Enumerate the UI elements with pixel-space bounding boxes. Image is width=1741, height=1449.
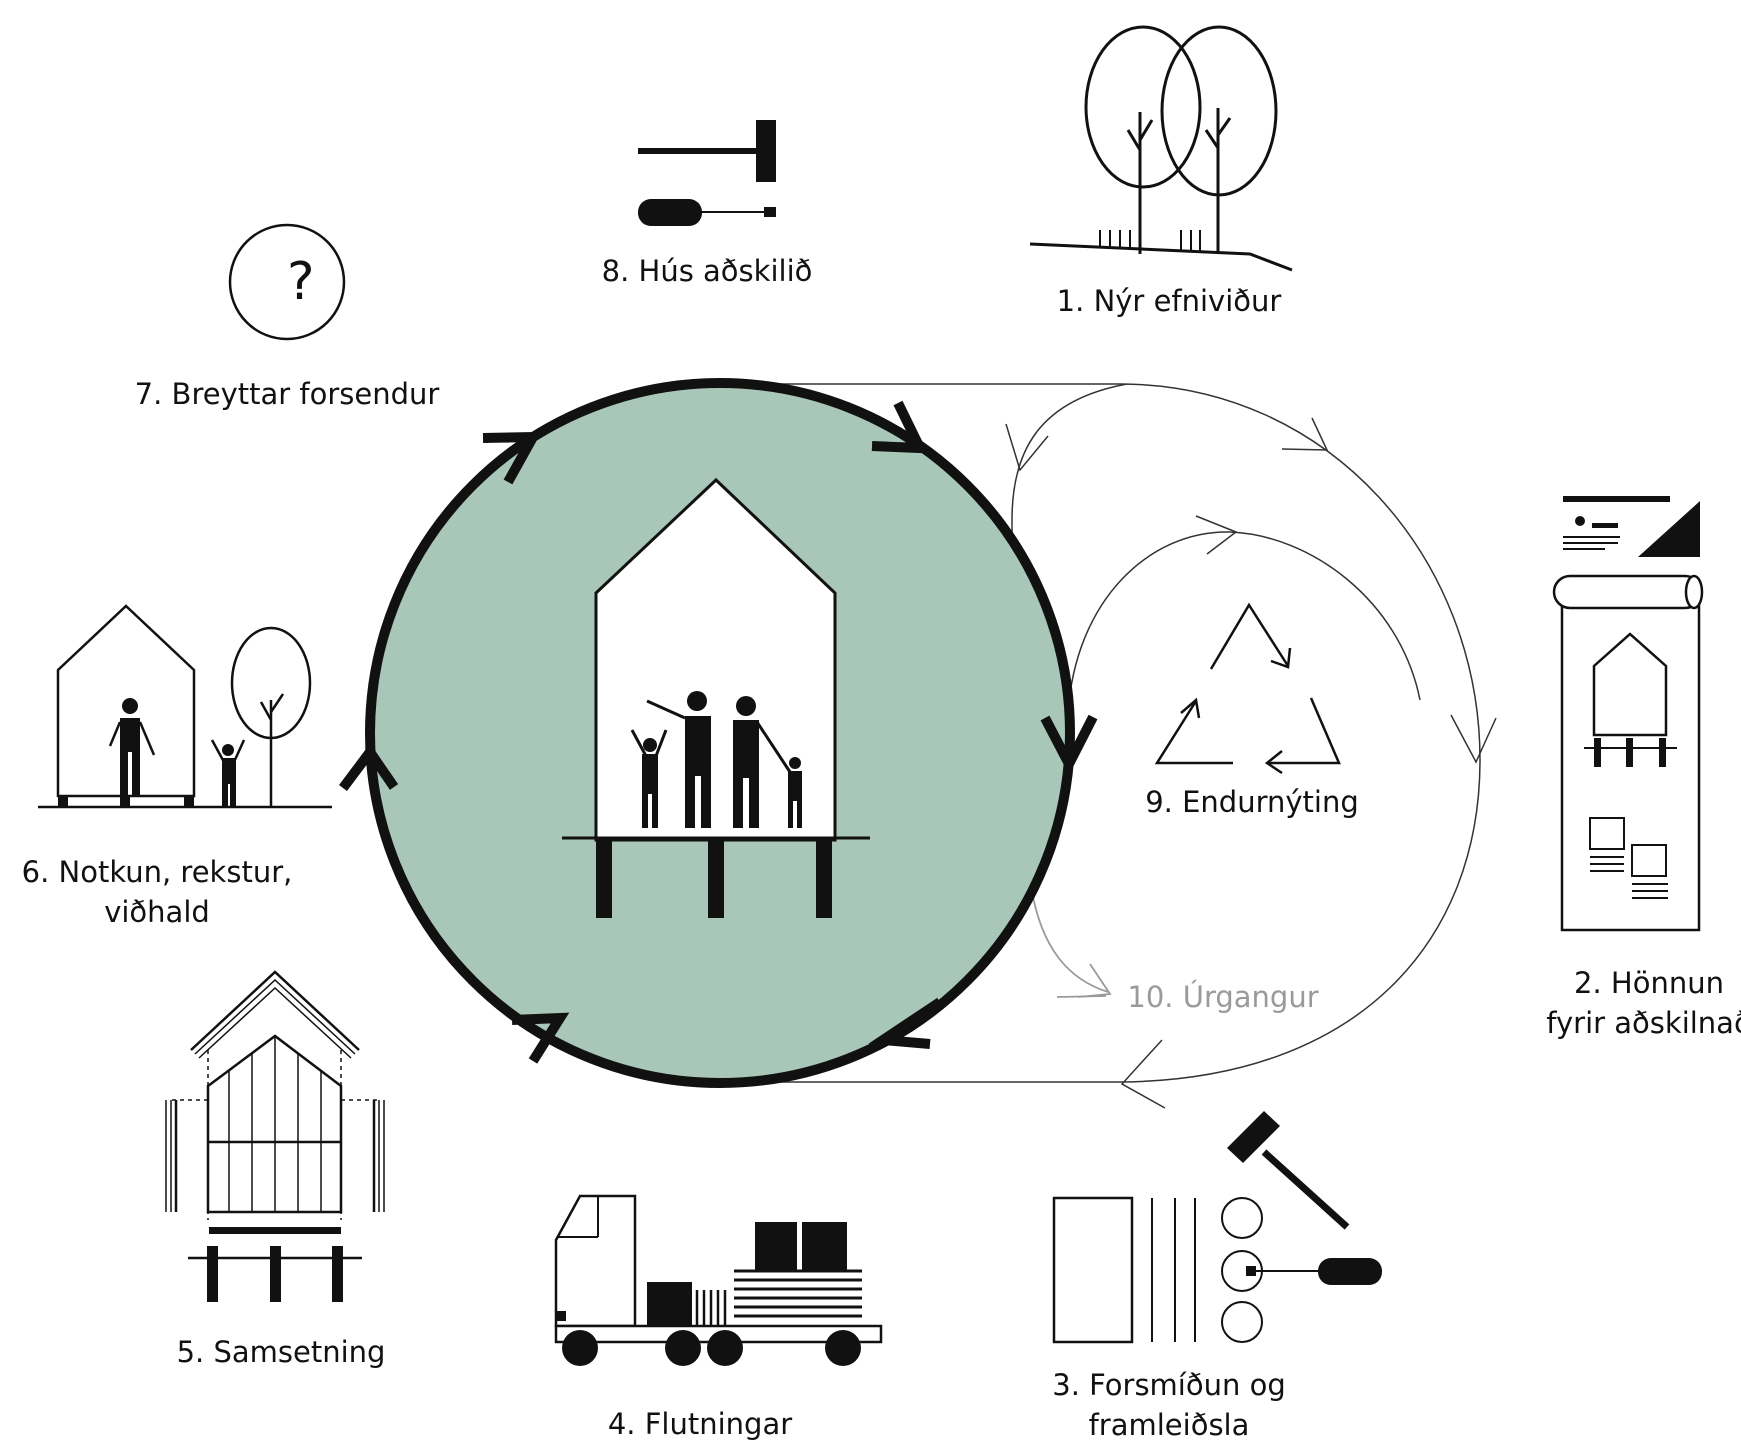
- step-2-label-line-1: 2. Hönnun: [1574, 966, 1724, 1000]
- assembly-icon: [165, 970, 385, 1302]
- house-in-use-icon: [38, 604, 332, 809]
- step-2-label: 2. Hönnun fyrir aðskilnað: [1546, 963, 1741, 1043]
- circle-arrow-6: [339, 743, 399, 791]
- house-with-family-icon: [562, 477, 870, 918]
- step-5-label: 5. Samsetning: [176, 1335, 386, 1369]
- step-3-label-line-1: 3. Forsmíðun og: [1052, 1368, 1286, 1402]
- circle-arrow-4: [868, 997, 943, 1049]
- circle-arrow-5: [511, 1012, 570, 1064]
- step-6-label-line-1: 6. Notkun, rekstur,: [21, 855, 293, 889]
- step-3-label: 3. Forsmíðun og framleiðsla: [1052, 1365, 1286, 1445]
- step-9-label: 9. Endurnýting: [1145, 785, 1359, 819]
- truck-icon: [554, 1194, 883, 1366]
- step-4-label: 4. Flutningar: [607, 1407, 793, 1441]
- step-6-label-line-2: viðhald: [104, 895, 210, 929]
- step-1-label: 1. Nýr efniviður: [1056, 284, 1282, 318]
- step-2-label-line-2: fyrir aðskilnað: [1546, 1006, 1741, 1040]
- design-drawing-icon: [1552, 496, 1704, 932]
- waste-arrow-icon: [1029, 879, 1112, 998]
- question-icon: [228, 223, 346, 341]
- step-7-label: 7. Breyttar forsendur: [134, 377, 440, 411]
- step-10-label: 10. Úrgangur: [1127, 980, 1319, 1014]
- hammer-screwdriver-icon: [638, 120, 776, 226]
- recycle-icon: [1154, 602, 1341, 775]
- step-8-label: 8. Hús aðskilið: [601, 254, 813, 288]
- trees-icon: [1029, 25, 1293, 272]
- prefabrication-icon: [1052, 1111, 1382, 1344]
- circle-arrow-1: [482, 431, 542, 485]
- circle-arrow-3: [1040, 714, 1098, 775]
- step-3-label-line-2: framleiðsla: [1088, 1408, 1250, 1442]
- outer-loop: [720, 383, 1497, 1109]
- step-6-label: 6. Notkun, rekstur, viðhald: [22, 852, 293, 932]
- circle-arrow-2: [871, 400, 929, 454]
